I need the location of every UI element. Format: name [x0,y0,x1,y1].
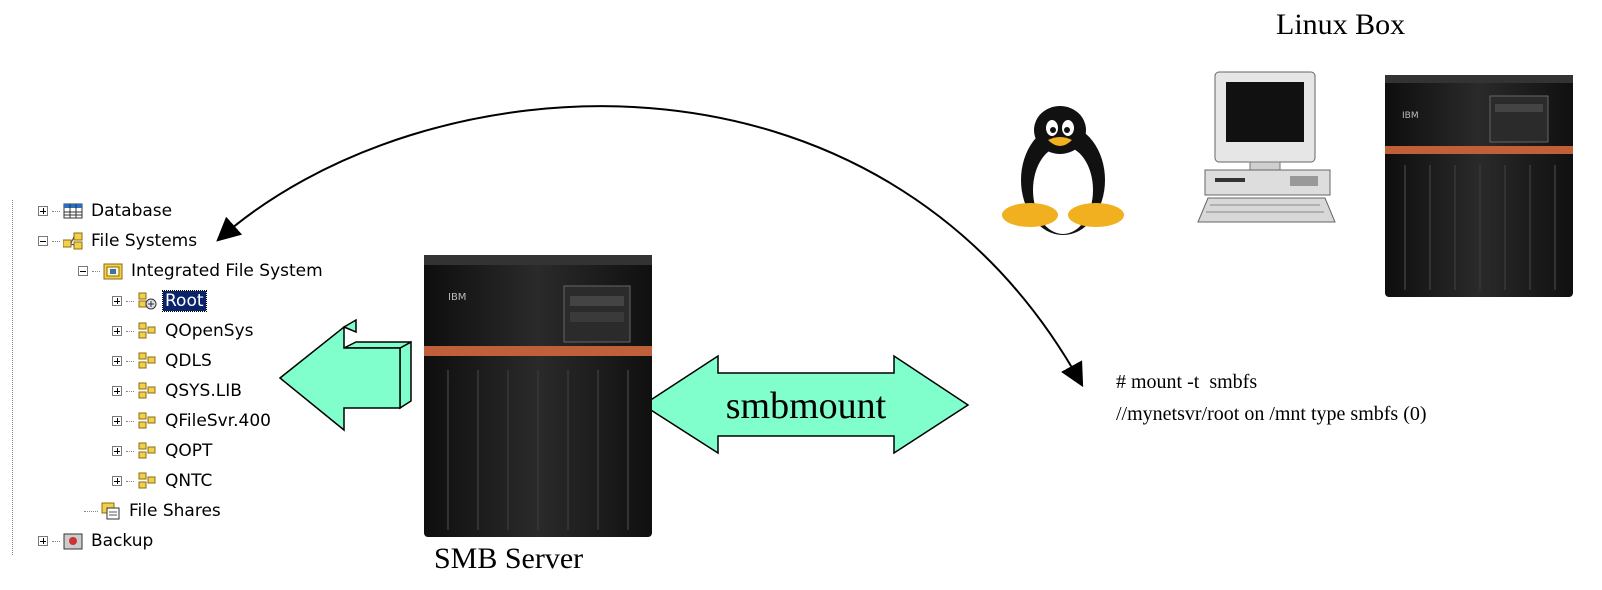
tree-item-qdls[interactable]: QDLS [112,350,214,372]
expand-icon[interactable] [38,206,48,216]
tree-item-file-shares[interactable]: File Shares [84,500,223,522]
expand-icon[interactable] [38,536,48,546]
tree-item-label: QFileSvr.400 [165,411,271,431]
folder-icon [138,412,156,429]
expand-icon[interactable] [112,296,122,306]
linux-box-label: Linux Box [1276,8,1406,41]
root-folder-icon [138,292,157,310]
file-shares-icon [101,502,120,520]
tree-item-root[interactable]: Root [112,290,207,312]
tree-item-file-systems[interactable]: File Systems [38,230,199,252]
tree-item-label: QOPT [165,441,213,461]
tree-item-label: File Shares [129,501,221,521]
mount-command-line-1: # mount -t smbfs [1116,371,1258,393]
tree-item-label: QDLS [165,351,212,371]
folder-icon [138,382,156,399]
svg-text:IBM: IBM [448,292,466,303]
smb-server-tower-icon: IBM [424,255,652,537]
tree-item-qntc[interactable]: QNTC [112,470,214,492]
svg-text:IBM: IBM [1402,111,1419,121]
expand-icon[interactable] [112,446,122,456]
mount-command: # mount -t smbfs //mynetsvr/root on /mnt… [1116,366,1427,430]
tree-item-backup[interactable]: Backup [38,530,155,552]
share-left-arrow [278,318,412,432]
file-systems-icon [63,232,83,250]
linux-penguin-icon [1002,106,1124,235]
tree-item-label: File Systems [91,231,198,251]
folder-icon [138,472,156,489]
smbmount-label: smbmount [726,385,887,427]
collapse-icon[interactable] [78,266,88,276]
desktop-computer-icon [1197,71,1336,223]
database-icon [63,203,83,219]
tree-item-qopt[interactable]: QOPT [112,440,214,462]
smbmount-double-arrow [641,354,970,455]
collapse-icon[interactable] [38,236,48,246]
backup-icon [63,533,83,550]
expand-icon[interactable] [112,476,122,486]
expand-icon[interactable] [112,416,122,426]
tree-item-qfilesvr[interactable]: QFileSvr.400 [112,410,273,432]
folder-icon [138,352,156,369]
smb-server-label: SMB Server [434,542,584,575]
tree-item-label: QNTC [165,471,213,491]
folder-icon [138,322,156,339]
integrated-file-system-icon [103,263,123,280]
tree-item-label: Database [91,201,173,221]
mount-connection-arrow [216,105,1084,388]
expand-icon[interactable] [112,356,122,366]
tree-item-label: Backup [91,531,154,551]
linux-server-tower-icon: IBM [1385,75,1573,297]
tree-item-label: Root [162,290,207,312]
expand-icon[interactable] [112,326,122,336]
tree-connector-line [12,200,13,555]
folder-icon [138,442,156,459]
mount-command-line-2: //mynetsvr/root on /mnt type smbfs (0) [1116,403,1427,425]
tree-item-database[interactable]: Database [38,200,174,222]
expand-icon[interactable] [112,386,122,396]
